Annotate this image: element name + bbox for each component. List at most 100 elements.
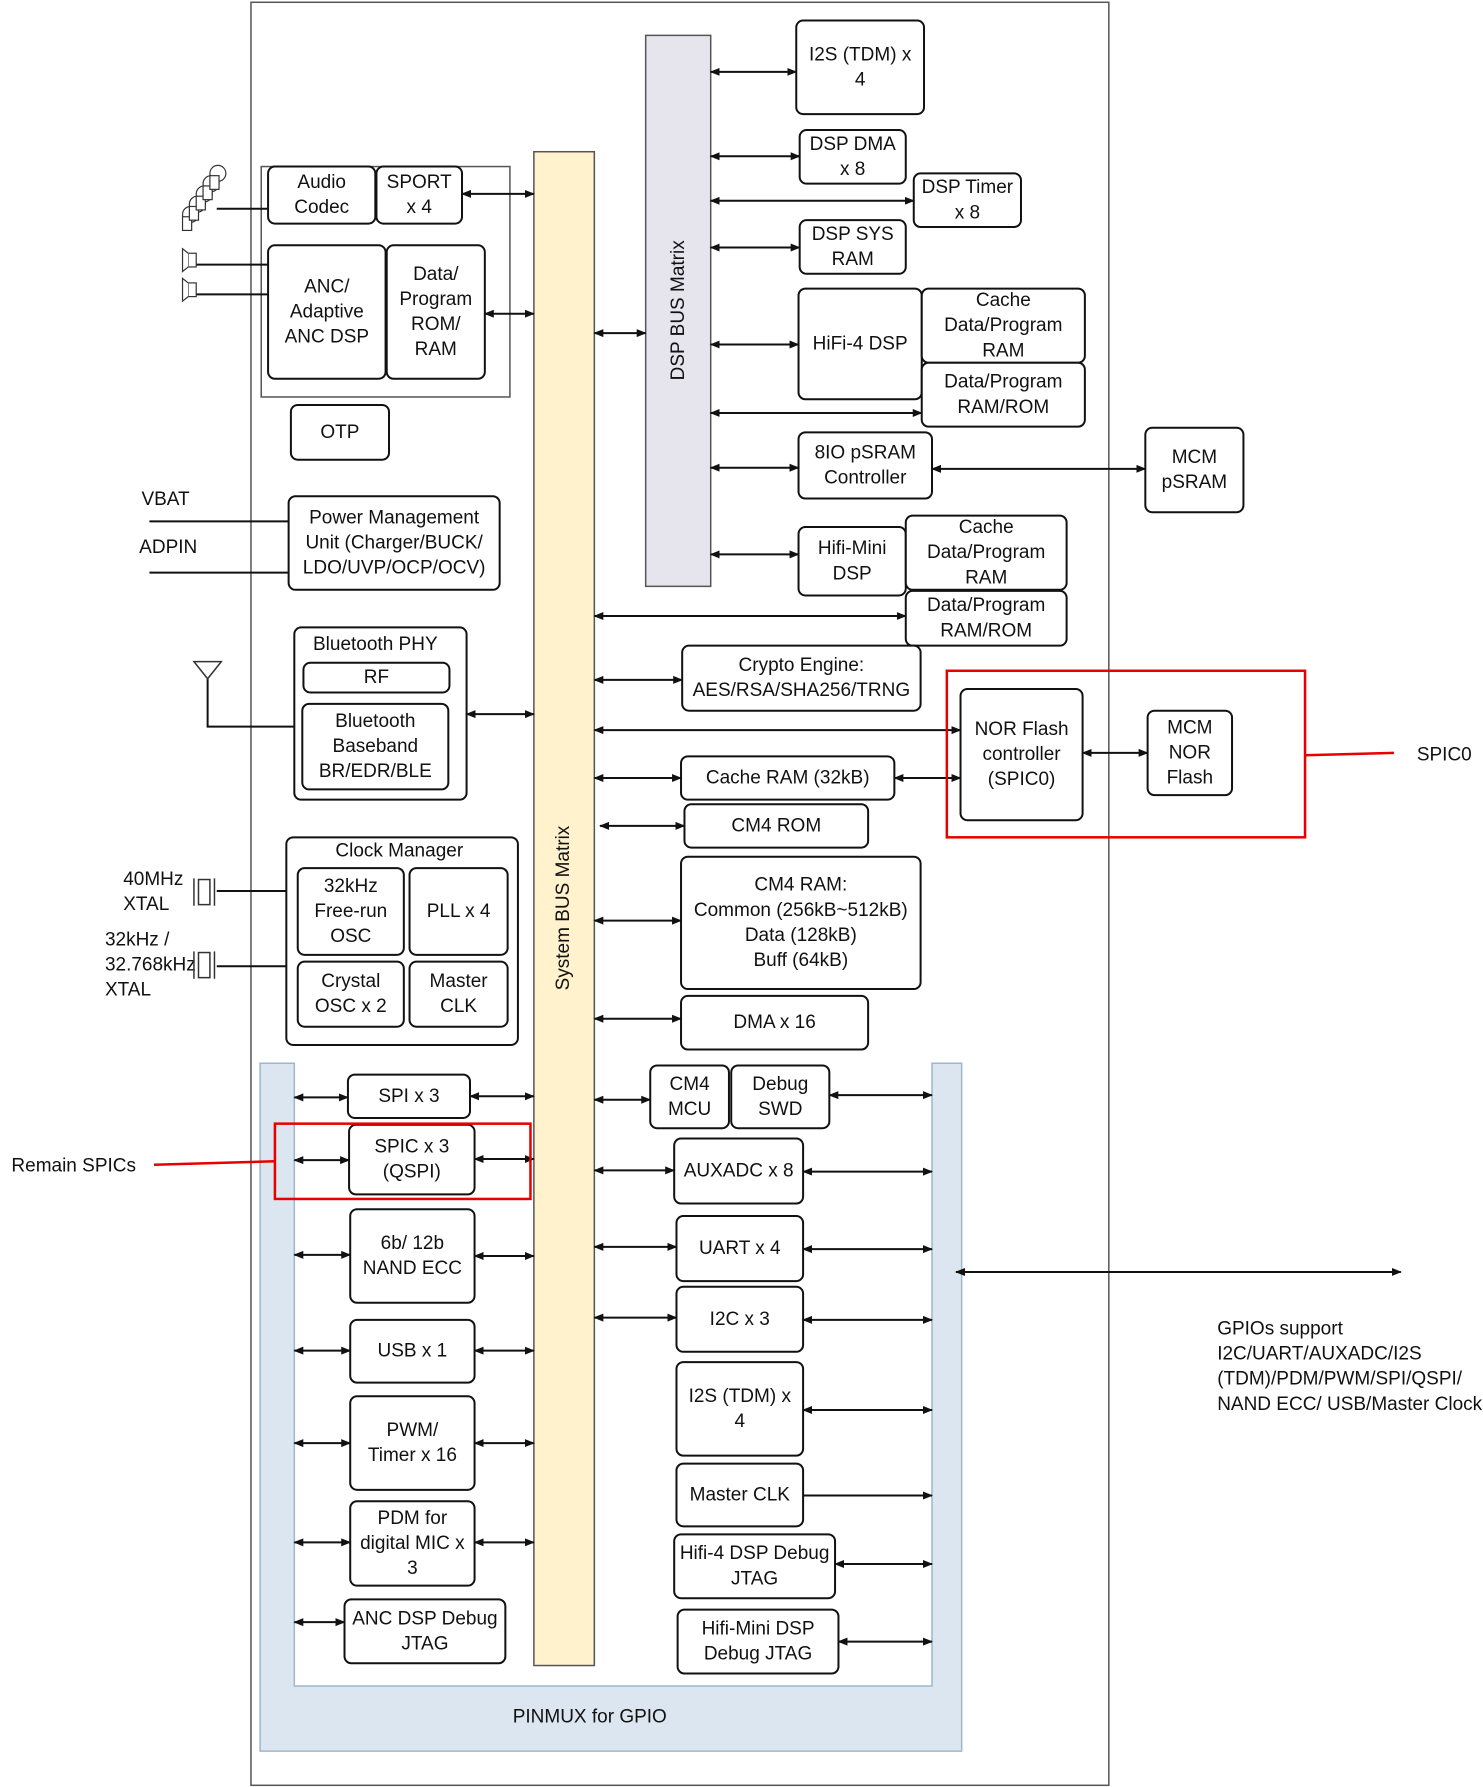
pdm-block — [349, 1500, 476, 1587]
pll-label: PLL x 4 — [427, 901, 491, 922]
audio-codec-block — [267, 165, 377, 225]
mcm-psram-block — [1144, 426, 1245, 514]
debug-swd-block — [730, 1064, 831, 1130]
gpio-note-label: I2C/UART/AUXADC/I2S — [1217, 1344, 1421, 1365]
hifimini-label: DSP — [833, 563, 872, 584]
cm4-ram-label: Buff (64kB) — [753, 950, 848, 971]
xtal40-label: 40MHz — [123, 869, 183, 890]
anc-jtag-label: ANC DSP Debug — [352, 1608, 497, 1629]
hifi4-cache-label: Cache — [976, 290, 1031, 311]
master-clk-label: Master CLK — [690, 1484, 791, 1505]
hifi4-cache-label: RAM — [982, 340, 1024, 361]
i2s-bottom-label: 4 — [734, 1411, 745, 1432]
auxadc-label: AUXADC x 8 — [684, 1160, 794, 1181]
pwm-label: PWM/ — [387, 1420, 439, 1441]
pmu-label: Unit (Charger/BUCK/ — [305, 533, 483, 554]
pinmux-region — [259, 1062, 963, 1752]
otp-label: OTP — [320, 422, 359, 443]
cm4-rom-block — [683, 803, 870, 849]
i2c-block — [675, 1285, 805, 1353]
anc-jtag-label: JTAG — [401, 1633, 448, 1654]
speaker-icon — [181, 247, 197, 273]
uart-label: UART x 4 — [699, 1238, 781, 1259]
hifimini-label: Hifi-Mini — [818, 538, 887, 559]
osc32k-label: 32kHz — [324, 876, 378, 897]
auxadc-block — [673, 1137, 805, 1205]
hifi4-jtag-label: JTAG — [731, 1568, 778, 1589]
pdm-label: digital MIC x — [360, 1533, 465, 1554]
cm4-ram-label: Common (256kB~512kB) — [694, 900, 908, 921]
crypto-block — [681, 644, 922, 712]
mcm-nor-label: MCM — [1167, 717, 1212, 738]
cm4-ram-label: CM4 RAM: — [754, 875, 847, 896]
dma-label: DMA x 16 — [733, 1012, 815, 1033]
rf-block — [302, 661, 451, 694]
debug-swd-label: Debug — [752, 1074, 808, 1095]
crystal-osc-label: Crystal — [321, 971, 380, 992]
cm4-mcu-label: MCU — [668, 1099, 711, 1120]
sport-label: x 4 — [407, 197, 433, 218]
hifi4-mem-label: Data/Program — [944, 372, 1062, 393]
crystal-osc-block — [296, 960, 405, 1028]
anc-mem-label: Data/ — [413, 264, 459, 285]
psram-ctrl-block — [797, 431, 934, 500]
uart-block — [675, 1215, 805, 1283]
hifi4-mem-block — [920, 361, 1086, 428]
psram-ctrl-label: 8IO pSRAM — [815, 442, 916, 463]
cm4-ram-block — [680, 855, 922, 991]
dma-block — [680, 994, 870, 1051]
i2c-label: I2C x 3 — [710, 1309, 770, 1330]
hifimini-jtag-block — [676, 1608, 840, 1675]
mcm-psram-label: MCM — [1172, 447, 1217, 468]
vbat-label: VBAT — [141, 489, 190, 510]
pwm-block — [349, 1395, 476, 1491]
cache-ram-block — [680, 755, 896, 801]
crystal-osc-label: OSC x 2 — [315, 996, 387, 1017]
pmu-label: LDO/UVP/OCP/OCV) — [303, 558, 486, 579]
mcm-nor-label: Flash — [1167, 768, 1213, 789]
cm4-mcu-label: CM4 — [670, 1074, 711, 1095]
pmu-label: Power Management — [309, 507, 480, 528]
dsp-timer-block — [912, 172, 1022, 229]
sport-block — [375, 165, 464, 225]
hifimini-jtag-label: Debug JTAG — [704, 1644, 812, 1665]
cm4-ram-label: Data (128kB) — [745, 925, 857, 946]
hifi4-cache-label: Data/Program — [944, 315, 1062, 336]
i2s-top-label: I2S (TDM) x — [809, 44, 912, 65]
dsp-dma-label: DSP DMA — [810, 134, 897, 155]
antenna-feed-line — [206, 678, 295, 728]
nand-block — [349, 1208, 476, 1304]
nand-label: 6b/ 12b — [381, 1233, 444, 1254]
hifi4-mem-label: RAM/ROM — [957, 397, 1049, 418]
otp-block — [289, 403, 391, 461]
hifimini-cache-block — [904, 514, 1068, 591]
antenna-icon — [192, 660, 223, 680]
master-clk-cm-label: CLK — [440, 996, 477, 1017]
dsp-timer-label: x 8 — [955, 202, 980, 223]
mcm-nor-block — [1146, 709, 1234, 797]
mcm-psram-label: pSRAM — [1162, 472, 1227, 493]
bt-baseband-label: BR/EDR/BLE — [319, 761, 432, 782]
nor-ctrl-label: NOR Flash — [975, 719, 1069, 740]
dsp-dma-block — [798, 129, 907, 185]
anc-mem-label: RAM — [415, 339, 457, 360]
dsp-bus-matrix — [644, 34, 712, 588]
anc-label: Adaptive — [290, 302, 364, 323]
anc-label: ANC DSP — [285, 327, 369, 348]
hifimini-mem-label: RAM/ROM — [940, 620, 1032, 641]
usb-label: USB x 1 — [378, 1341, 448, 1362]
hifi4-jtag-block — [673, 1533, 837, 1600]
dsp-dma-label: x 8 — [840, 159, 865, 180]
hifi4-label: HiFi-4 DSP — [813, 333, 908, 354]
nand-label: NAND ECC — [363, 1258, 462, 1279]
rf-label: RF — [364, 667, 389, 688]
microphone-array-icon — [181, 164, 227, 232]
nor-ctrl-block — [959, 688, 1084, 822]
hifimini-mem-block — [904, 589, 1068, 647]
pmu-block — [287, 495, 501, 591]
anc-jtag-block — [343, 1598, 507, 1665]
spic0-label: SPIC0 — [1417, 745, 1472, 766]
xtal32-label: 32kHz / — [105, 929, 170, 950]
pdm-label: PDM for — [378, 1508, 448, 1529]
crypto-label: Crypto Engine: — [739, 655, 865, 676]
